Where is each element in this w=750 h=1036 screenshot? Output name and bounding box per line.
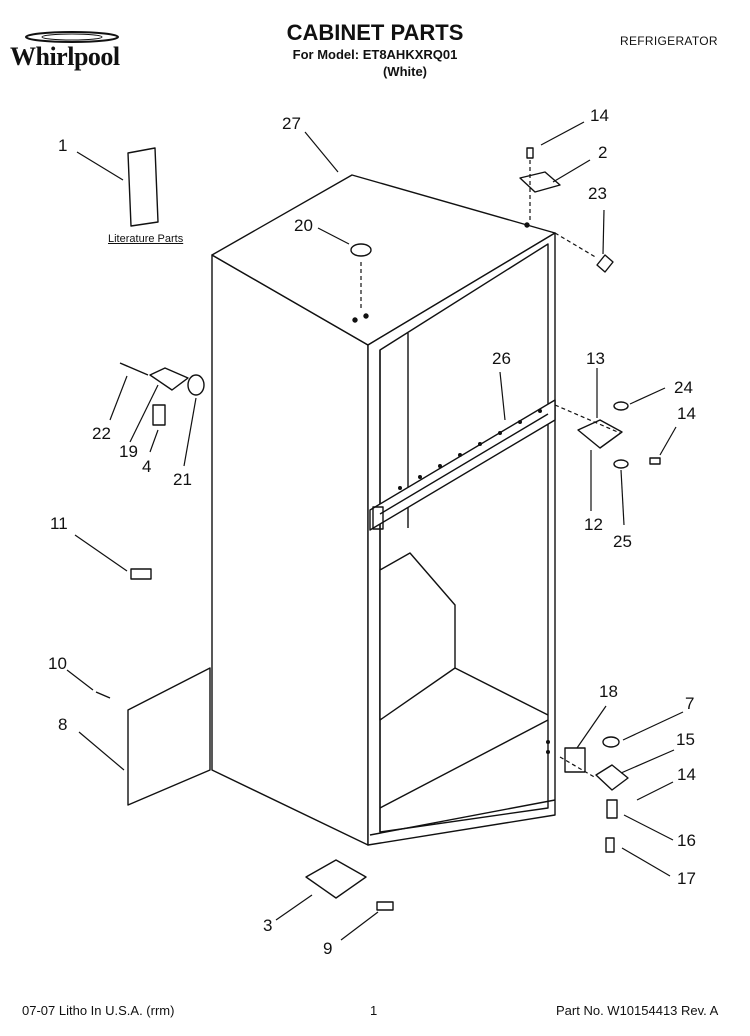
callout-8: 8	[58, 715, 68, 734]
callout-25: 25	[613, 532, 632, 551]
callout-14-bottom: 14	[677, 765, 696, 784]
callout-21: 21	[173, 470, 192, 489]
page-title: CABINET PARTS	[286, 20, 464, 45]
callout-14-center: 14	[677, 404, 696, 423]
appliance-category: REFRIGERATOR	[620, 34, 718, 48]
logo-swoosh-icon	[25, 31, 119, 43]
callout-13: 13	[586, 349, 605, 368]
leveling-base	[305, 859, 394, 911]
brand-name: Whirlpool	[10, 42, 120, 71]
bottom-hinge-assembly	[564, 736, 629, 853]
callout-11: 11	[50, 514, 68, 533]
callout-19: 19	[119, 442, 138, 461]
callout-4: 4	[142, 457, 152, 476]
plug-button	[350, 243, 372, 257]
callout-1: 1	[58, 136, 68, 155]
callout-27: 27	[282, 114, 301, 133]
print-info: 07-07 Litho In U.S.A. (rrm)	[22, 1003, 175, 1018]
center-hinge-assembly	[577, 401, 661, 469]
callout-7: 7	[685, 694, 695, 713]
callout-26: 26	[492, 349, 511, 368]
rear-access-panel	[95, 667, 211, 806]
callout-20: 20	[294, 216, 313, 235]
cabinet-body	[211, 174, 556, 846]
callout-9: 9	[323, 939, 333, 958]
model-line: For Model: ET8AHKXRQ01	[292, 47, 458, 62]
callout-2: 2	[598, 143, 608, 162]
callout-3: 3	[263, 916, 273, 935]
part-number: Part No. W10154413 Rev. A	[556, 1003, 719, 1018]
callout-10: 10	[48, 654, 67, 673]
callout-17: 17	[677, 869, 696, 888]
callout-15: 15	[676, 730, 695, 749]
callout-16: 16	[677, 831, 696, 850]
hinge-cap	[596, 254, 614, 273]
color-line: (White)	[382, 64, 428, 79]
callout-24: 24	[674, 378, 693, 397]
literature-parts-label: Literature Parts	[108, 233, 184, 245]
literature-booklet	[127, 147, 159, 227]
callout-14-top: 14	[590, 106, 609, 125]
callout-22: 22	[92, 424, 111, 443]
top-hinge	[519, 147, 561, 193]
callout-12: 12	[584, 515, 603, 534]
page-number: 1	[370, 1003, 378, 1018]
callout-23: 23	[588, 184, 607, 203]
left-hinge-assembly	[119, 362, 205, 426]
callout-18: 18	[599, 682, 618, 701]
clip-part	[130, 568, 152, 580]
